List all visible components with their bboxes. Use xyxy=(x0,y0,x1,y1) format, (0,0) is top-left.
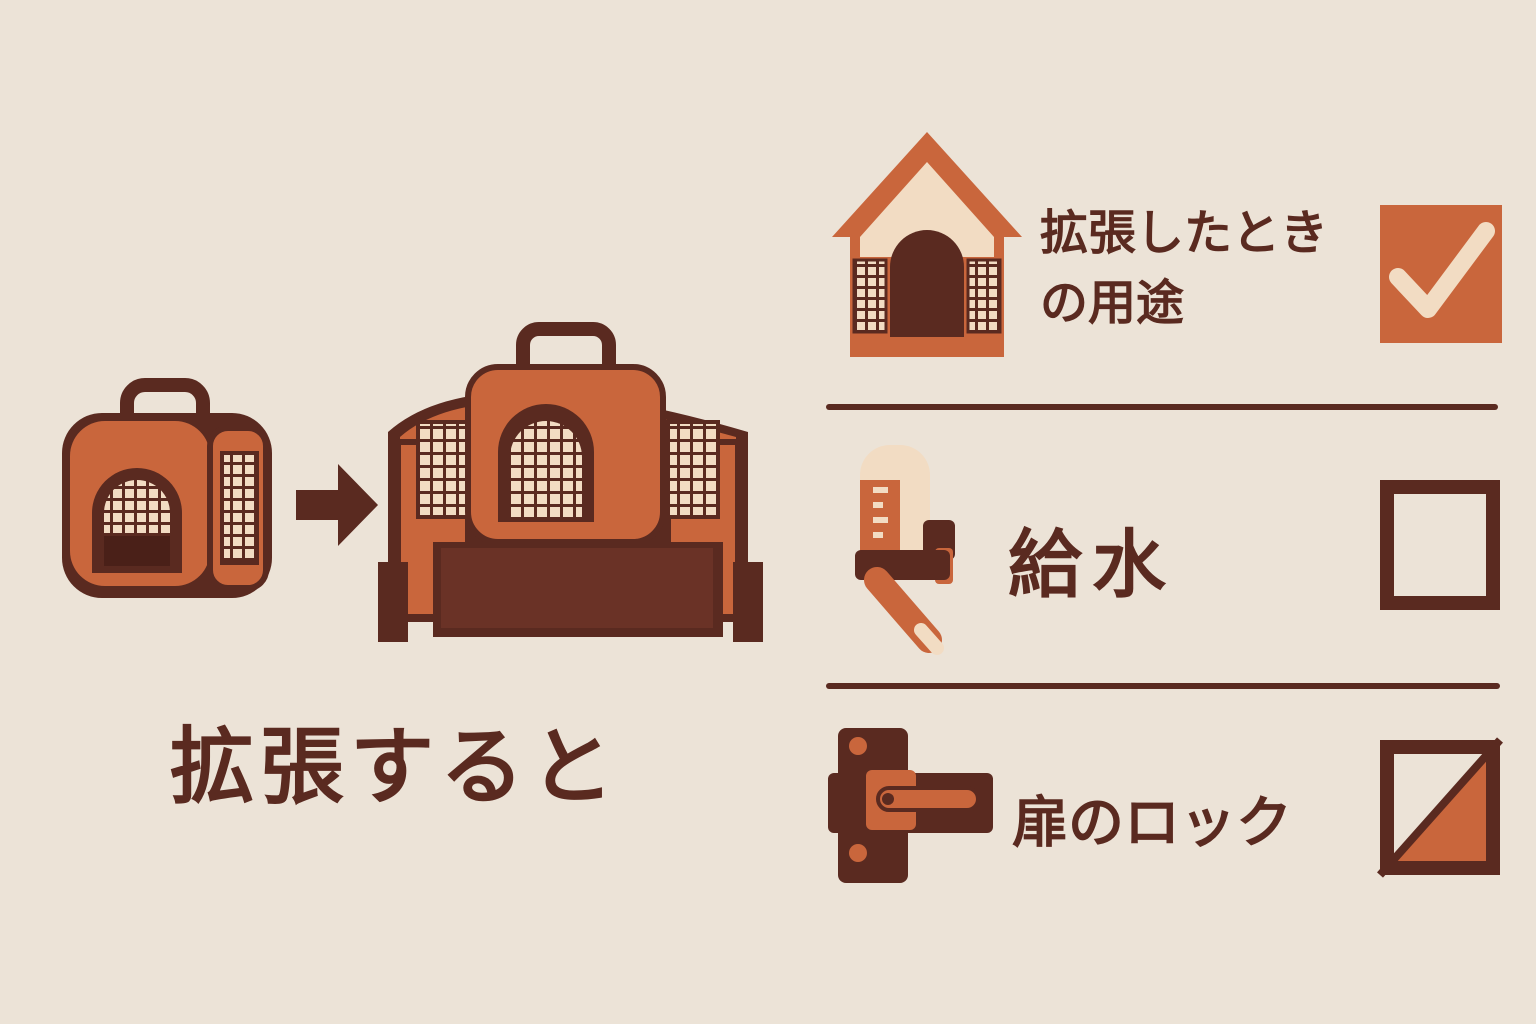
pet-carrier-icon xyxy=(62,378,272,598)
checkbox-partial[interactable] xyxy=(1377,737,1503,878)
row-label-door-lock: 扉のロック xyxy=(1012,791,1292,856)
expanded-carrier-icon xyxy=(378,322,763,642)
checkbox-checked[interactable] xyxy=(1380,205,1502,343)
dog-house-icon xyxy=(832,132,1022,357)
checkmark-icon xyxy=(1389,222,1495,318)
door-latch-icon xyxy=(828,728,993,883)
row-label-water: 給水 xyxy=(1008,522,1176,608)
expand-label: 拡張すると xyxy=(170,718,621,816)
divider xyxy=(826,404,1498,410)
arrow-right-icon xyxy=(296,464,378,546)
water-bottle-icon xyxy=(855,445,955,655)
divider xyxy=(826,683,1500,689)
row-label-expanded-use: 拡張したときの用途 xyxy=(1040,205,1329,331)
checkbox-unchecked[interactable] xyxy=(1380,480,1500,610)
